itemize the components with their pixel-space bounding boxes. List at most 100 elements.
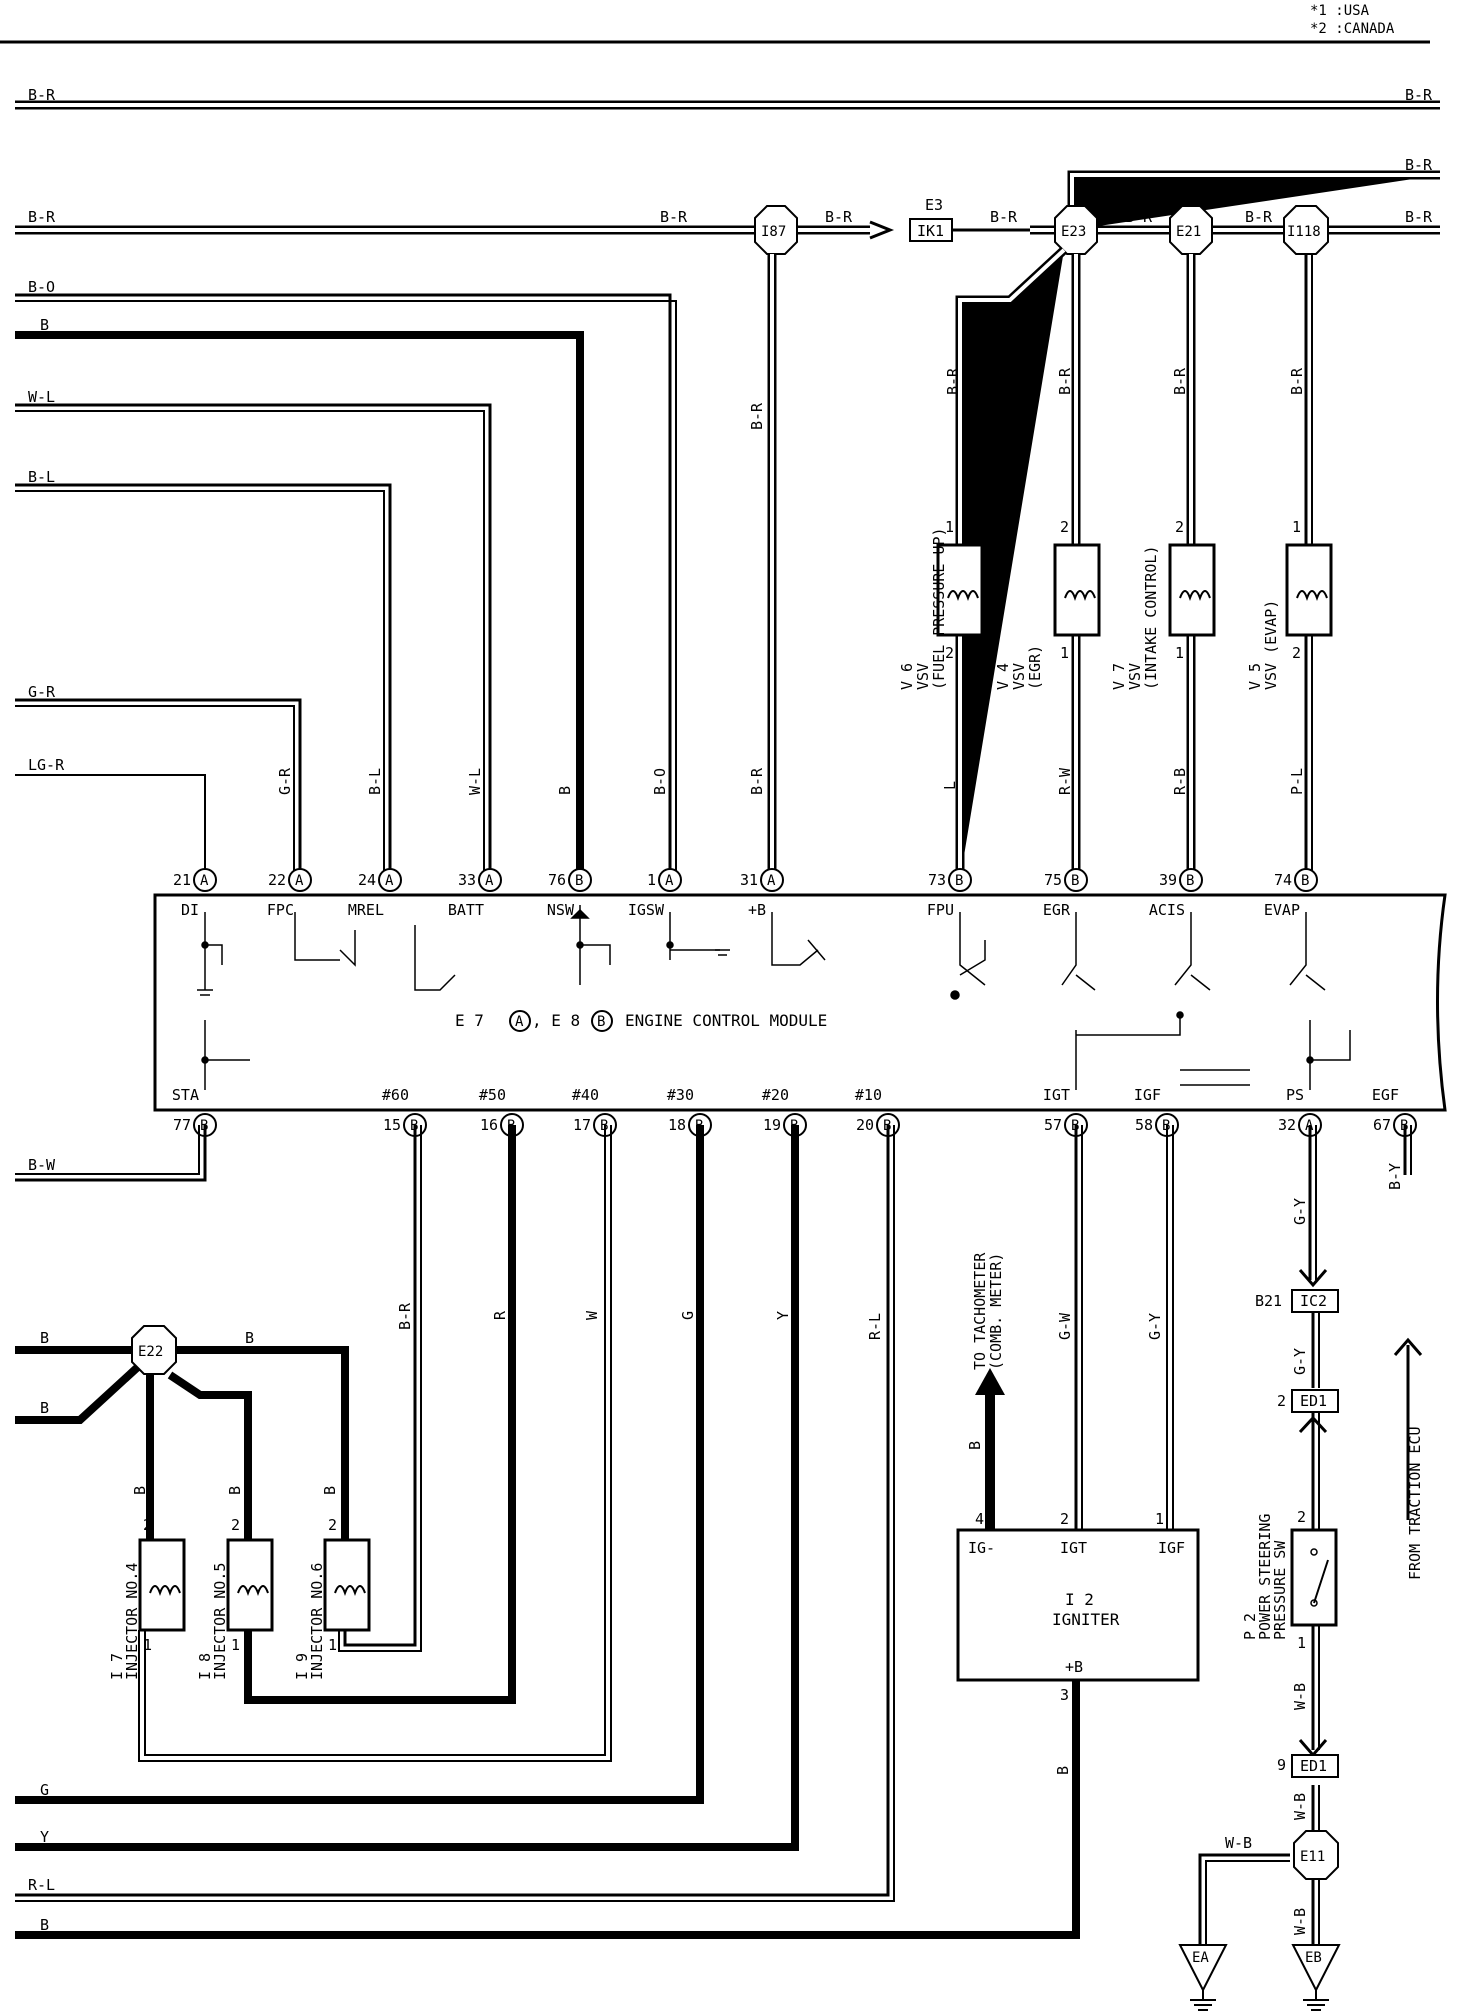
ecm-top-pin-name-3: BATT <box>448 901 484 919</box>
junction-e22-label: E22 <box>138 1344 163 1360</box>
ecm-top-pin-conn-10: B <box>1301 873 1309 889</box>
ps-wire-label-2: G-Y <box>1291 1348 1309 1375</box>
vsv-v7-pin-top: 2 <box>1175 518 1184 536</box>
ecm-top-pin-conn-6: A <box>767 873 776 889</box>
ecm-title-prefix: E 7 <box>455 1011 484 1030</box>
ecm-top-pin-conn-8: B <box>1071 873 1079 889</box>
ecm-top-pin-circle-9 <box>1179 868 1203 892</box>
igniter: IG- 4 IGT 2 IGF 1 I 2 IGNITER +B 3 <box>956 1510 1200 1704</box>
connector-ic2: B21 IC2 <box>1255 1289 1339 1313</box>
vsv-v7-wire: B-R <box>1171 367 1189 395</box>
ecm-top-pin-name-9: ACIS <box>1149 901 1185 919</box>
ecm-top-pin-name-4: NSW <box>547 901 575 919</box>
wire-label-nsw: B <box>556 786 574 795</box>
wire-label-fpc: G-R <box>276 767 294 795</box>
ecm-top-pin-circle-5 <box>658 868 682 892</box>
legend: *1 :USA *2 :CANADA <box>1310 3 1395 37</box>
vsv-v6-line2: (FUEL PRESSURE UP) <box>930 527 948 690</box>
ecm-top-pin-name-6: +B <box>748 901 766 919</box>
wire-label-inj30: G <box>679 1311 697 1320</box>
tachometer-wire-label: B <box>966 1441 984 1450</box>
injector-no4-pin-top: 2 <box>143 1516 152 1534</box>
vsv-v7-line1: VSV <box>1126 663 1144 690</box>
ecm-top-pin-name-2: MREL <box>348 901 384 919</box>
wire-label-mrel: B-L <box>366 768 384 795</box>
vsv-v6: 1 2 B-R L <box>936 367 984 790</box>
left-wire-label-12: G <box>40 1781 49 1799</box>
injector-no5-pin-top: 2 <box>231 1516 240 1534</box>
ecm-top-pin-conn-3: A <box>485 873 494 889</box>
vsv-v4: 2 1 B-R R-W <box>1053 367 1101 795</box>
b-w-wire <box>15 1125 207 1182</box>
ecm-top-pin-conn-4: B <box>575 873 583 889</box>
harness-label-br-4: B-R <box>1125 208 1153 226</box>
ecm-bottom-pin-name-3: #40 <box>572 1086 599 1104</box>
vsv-v5-line1: VSV (EVAP) <box>1262 600 1280 690</box>
injector-no5-wire: B <box>226 1486 244 1495</box>
igniter-pin-igt-num: 2 <box>1060 1510 1069 1528</box>
left-wire-label-13: Y <box>40 1828 49 1846</box>
igniter-b-wire-label: B <box>1054 1766 1072 1775</box>
vsv-v6-wire: B-R <box>944 367 962 395</box>
left-wire-label-11: B <box>40 1399 49 1417</box>
ecm-bottom-pin-name-9: PS <box>1286 1086 1304 1104</box>
tachometer-line2: (COMB. METER) <box>987 1253 1005 1370</box>
egf-wire: B-Y FROM TRACTION ECU <box>1386 1125 1424 1580</box>
ecm-top-pin-num-9: 39 <box>1159 871 1177 889</box>
injector-no6-wire: B <box>321 1486 339 1495</box>
vsv-v5: 1 2 B-R P-L <box>1285 367 1333 795</box>
wire-label-batt: W-L <box>466 768 484 795</box>
left-wire-label-14: R-L <box>28 1876 55 1894</box>
ecm-top-pin-circle-1 <box>288 868 312 892</box>
junction-e11: E11 <box>1293 1830 1339 1880</box>
junction-i118-label: I118 <box>1287 224 1321 240</box>
injector-no6: 2 1 B I 9 INJECTOR NO.6 <box>293 1486 371 1680</box>
ecm-top-pin-circle-10 <box>1294 868 1318 892</box>
igniter-bplus-num: 3 <box>1060 1686 1069 1704</box>
vsv-v4-pin-bot: 1 <box>1060 644 1069 662</box>
ecm-bottom-pin-5: B19#20 <box>762 1086 807 1137</box>
left-wire-label-6: B-L <box>28 468 55 486</box>
junction-e23-label: E23 <box>1061 224 1086 240</box>
connector-ik1-id: E3 <box>925 196 943 214</box>
connector-ik1-name: IK1 <box>917 222 944 240</box>
injector-no5-id: I 8 <box>196 1653 214 1680</box>
wire-label-inj20: Y <box>774 1311 792 1320</box>
harness-label-br-5: B-R <box>1245 208 1273 226</box>
junction-e22: E22 <box>131 1325 177 1375</box>
injector-no5: 2 1 B I 8 INJECTOR NO.5 <box>196 1486 274 1680</box>
right-wire-label-1: B-R <box>1405 86 1433 104</box>
power-steering-pressure-switch: 2 1 P 2 POWER STEERING PRESSURE SW <box>1241 1508 1338 1652</box>
ground-eb-label: EB <box>1305 1950 1322 1966</box>
e22-b-label: B <box>245 1329 254 1347</box>
ecm-title-suffix: ENGINE CONTROL MODULE <box>625 1011 827 1030</box>
igniter-name: IGNITER <box>1052 1610 1120 1629</box>
wire-label-inj10: R-L <box>866 1313 884 1340</box>
connector-ed1-b-pin: 9 <box>1277 1756 1286 1774</box>
injector-no5-pin-bot: 1 <box>231 1636 240 1654</box>
vsv-v7-pin-bot: 1 <box>1175 644 1184 662</box>
connector-ed1-a-pin: 2 <box>1277 1392 1286 1410</box>
left-wire-label-1: B-R <box>28 86 56 104</box>
left-wire-label-5: W-L <box>28 388 55 406</box>
tachometer-arrow: B TO TACHOMETER (COMB. METER) <box>966 1252 1005 1530</box>
harness-label-br-2: B-R <box>825 208 853 226</box>
connector-ed1-a: 2 ED1 <box>1277 1389 1339 1413</box>
right-wire-label-3: B-R <box>1405 156 1433 174</box>
ecm-top-pin-num-3: 33 <box>458 871 476 889</box>
wire-label-inj50: R <box>491 1310 509 1320</box>
ps-switch-pin-bot: 1 <box>1297 1634 1306 1652</box>
injector-no6-pin-bot: 1 <box>328 1636 337 1654</box>
e22-feed <box>15 1346 349 1540</box>
wire-label-plusb: B-R <box>748 767 766 795</box>
ecm-bottom-pin-num-7: 57 <box>1044 1116 1062 1134</box>
left-wire-label-9: B-W <box>28 1156 56 1174</box>
igniter-pin-igf-label: IGF <box>1158 1539 1185 1557</box>
ecm-top-pin-num-8: 75 <box>1044 871 1062 889</box>
ecm-title-mid: , E 8 <box>532 1011 580 1030</box>
